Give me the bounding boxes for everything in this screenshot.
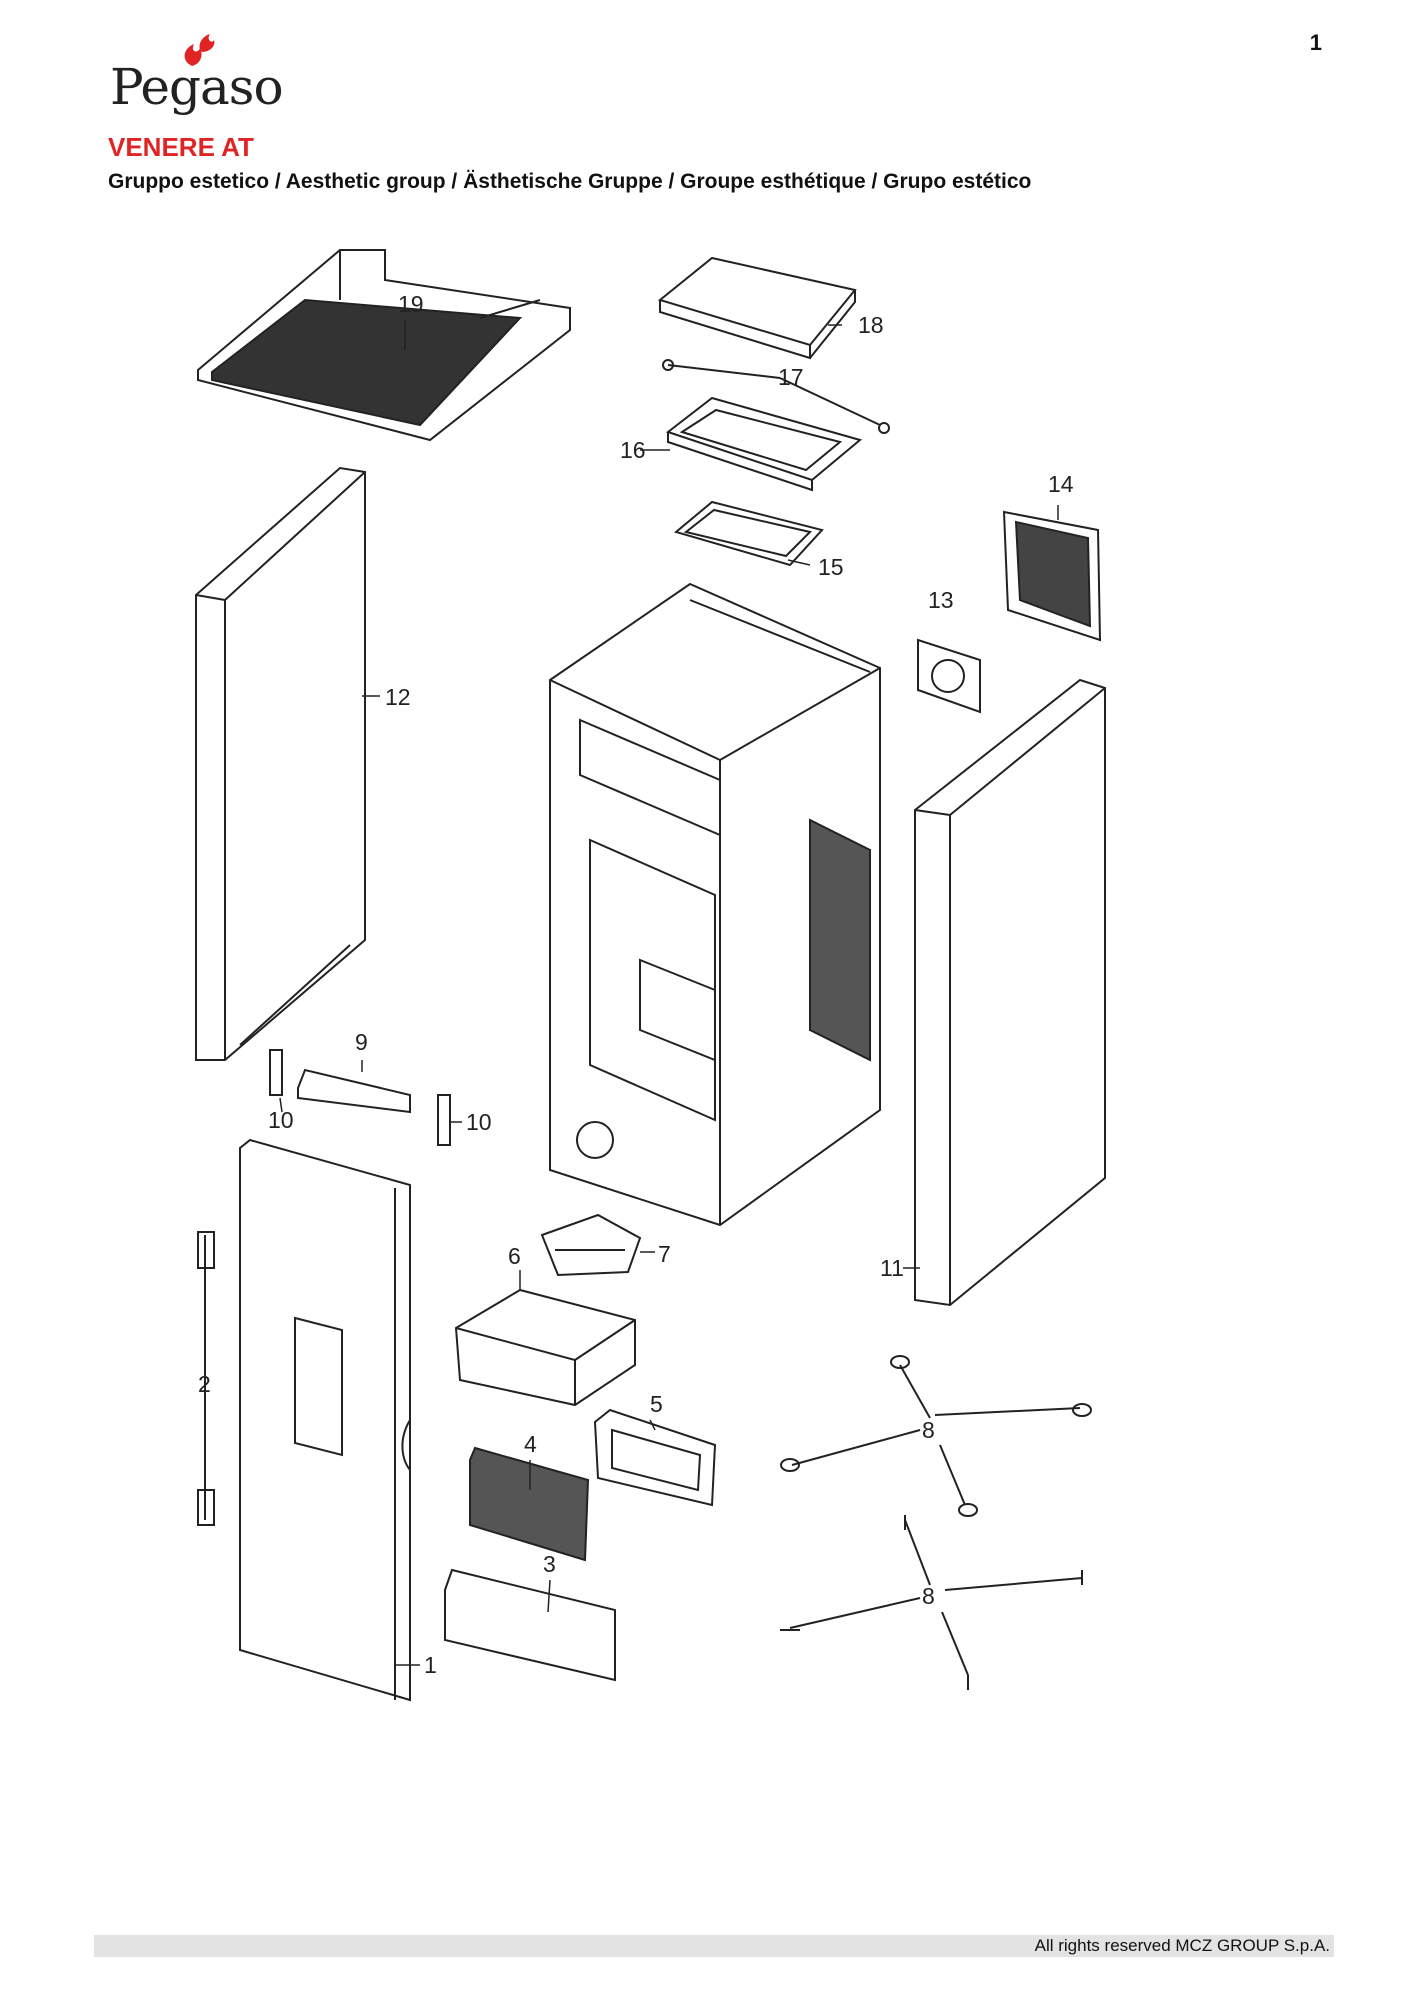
page-number: 1 [1309, 30, 1322, 55]
callout-18: 18 [858, 312, 884, 338]
part-side-grille [1002, 510, 1102, 642]
part-front-door [239, 1138, 411, 1702]
part-stove-body [549, 582, 881, 1227]
callout-4: 4 [524, 1431, 537, 1457]
part-feet-set-1 [780, 1355, 1092, 1517]
part-feet-set-2 [780, 1515, 1083, 1690]
part-left-panel [195, 466, 366, 1061]
part-right-panel [914, 678, 1106, 1307]
callout-1: 1 [424, 1652, 437, 1678]
part-small-brackets [269, 1049, 451, 1146]
part-frame [665, 396, 863, 492]
callout-13: 13 [928, 587, 954, 613]
callout-14: 14 [1048, 471, 1074, 497]
callout-labels: 19 18 17 16 15 14 13 12 11 10 10 9 8 8 7… [198, 291, 1074, 1678]
flame-icon [184, 34, 215, 66]
callout-19: 19 [398, 291, 424, 317]
callout-12: 12 [385, 684, 411, 710]
callout-8-top: 8 [922, 1417, 935, 1443]
callout-3: 3 [543, 1551, 556, 1577]
brand-logo: Pegaso [104, 30, 294, 120]
part-bracket [297, 1068, 411, 1114]
part-door-gasket [593, 1408, 717, 1507]
part-ash-box [454, 1288, 636, 1407]
model-title: VENERE AT [108, 132, 254, 162]
callout-11: 11 [880, 1255, 904, 1281]
footer-bar [94, 1935, 1334, 1957]
callout-9: 9 [355, 1029, 368, 1055]
part-top-lid [657, 256, 857, 360]
callout-16: 16 [620, 437, 646, 463]
copyright-text: All rights reserved MCZ GROUP S.p.A. [1034, 1936, 1330, 1955]
leader-lines [204, 320, 1059, 1666]
callout-5: 5 [650, 1391, 663, 1417]
brand-name: Pegaso [110, 58, 284, 116]
callout-15: 15 [818, 554, 844, 580]
callout-7: 7 [658, 1241, 671, 1267]
callout-10-right: 10 [466, 1109, 492, 1135]
part-gasket [673, 500, 824, 567]
callout-6: 6 [508, 1243, 521, 1269]
part-burner [540, 1213, 642, 1277]
callout-8-bottom: 8 [922, 1583, 935, 1609]
callout-17: 17 [778, 364, 804, 390]
part-cover-plate [469, 1446, 590, 1562]
part-top-grille [197, 249, 571, 442]
callout-10-left: 10 [268, 1107, 294, 1133]
group-subtitle: Gruppo estetico / Aesthetic group / Ästh… [108, 170, 1032, 193]
callout-2: 2 [198, 1371, 211, 1397]
part-plate [917, 638, 981, 714]
part-cables [662, 359, 890, 434]
part-lower-panel [444, 1568, 616, 1682]
